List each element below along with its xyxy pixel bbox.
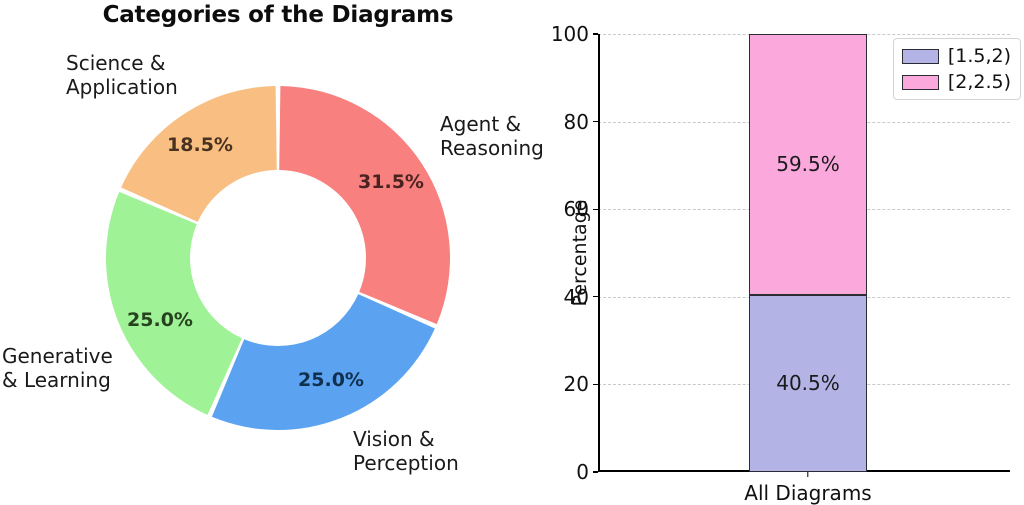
donut-slices-group xyxy=(105,86,450,430)
pie-chart-panel: Categories of the Diagrams 31.5% 25.0% 25.… xyxy=(2,2,544,475)
bar-segment[interactable]: 59.5% xyxy=(749,34,867,295)
y-tick-label: 60 xyxy=(563,197,589,222)
donut-category-label: Vision &Perception xyxy=(353,427,459,475)
donut-category-label: Agent &Reasoning xyxy=(440,112,544,160)
legend-item[interactable]: [1.5,2) xyxy=(901,45,1011,67)
pie-chart-title: Categories of the Diagrams xyxy=(102,2,454,28)
bar-segment-value-label: 59.5% xyxy=(776,152,840,177)
legend-swatch xyxy=(901,74,939,90)
donut-slice-percentage: 31.5% xyxy=(358,171,424,193)
donut-slice-percentage: 25.0% xyxy=(127,309,193,331)
legend-label: [2,2.5) xyxy=(947,71,1011,93)
y-tick-mark xyxy=(593,33,598,35)
bar-chart-legend[interactable]: [1.5,2) [2,2.5) xyxy=(892,38,1021,100)
donut-category-label-line: Perception xyxy=(353,450,459,475)
legend-label: [1.5,2) xyxy=(947,45,1011,67)
donut-chart-svg xyxy=(105,86,450,430)
bar-chart-panel: Width-Height Ratio Distribution Percenta… xyxy=(551,0,1024,505)
donut-category-label-line: Vision & xyxy=(353,427,435,451)
donut-category-label-line: Application xyxy=(66,74,178,99)
x-tick-label: All Diagrams xyxy=(744,481,872,505)
donut-slice[interactable] xyxy=(279,86,450,325)
donut-category-label: Science &Application xyxy=(66,51,178,99)
donut-slice[interactable] xyxy=(211,294,435,430)
donut-category-label-line: Science & xyxy=(66,51,166,75)
donut-slice[interactable] xyxy=(121,86,277,222)
y-tick-label: 40 xyxy=(563,284,589,309)
donut-slice-percentage: 25.0% xyxy=(298,369,364,391)
y-tick-label: 0 xyxy=(576,460,589,484)
donut-category-label-line: Generative xyxy=(2,344,113,368)
y-tick-mark xyxy=(593,296,598,298)
bar-segment-value-label: 40.5% xyxy=(776,371,840,396)
donut-slice[interactable] xyxy=(105,191,242,415)
y-axis-spine xyxy=(598,34,600,472)
legend-item[interactable]: [2,2.5) xyxy=(901,71,1011,93)
bar-segment[interactable]: 40.5% xyxy=(749,294,867,472)
y-tick-label: 20 xyxy=(563,372,589,397)
donut-category-label-line: Agent & xyxy=(440,112,522,136)
donut-category-label: Generative& Learning xyxy=(2,344,113,392)
donut-slice-percentage: 18.5% xyxy=(167,134,233,156)
y-tick-label: 80 xyxy=(563,109,589,134)
y-tick-mark xyxy=(593,383,598,386)
y-tick-mark xyxy=(593,120,598,123)
y-tick-mark xyxy=(593,208,598,210)
legend-swatch xyxy=(901,48,939,64)
y-tick-mark xyxy=(593,471,598,473)
donut-category-label-line: Reasoning xyxy=(440,135,544,160)
y-tick-label: 100 xyxy=(550,22,589,46)
x-tick-mark xyxy=(807,472,809,477)
donut-category-label-line: & Learning xyxy=(2,367,111,392)
